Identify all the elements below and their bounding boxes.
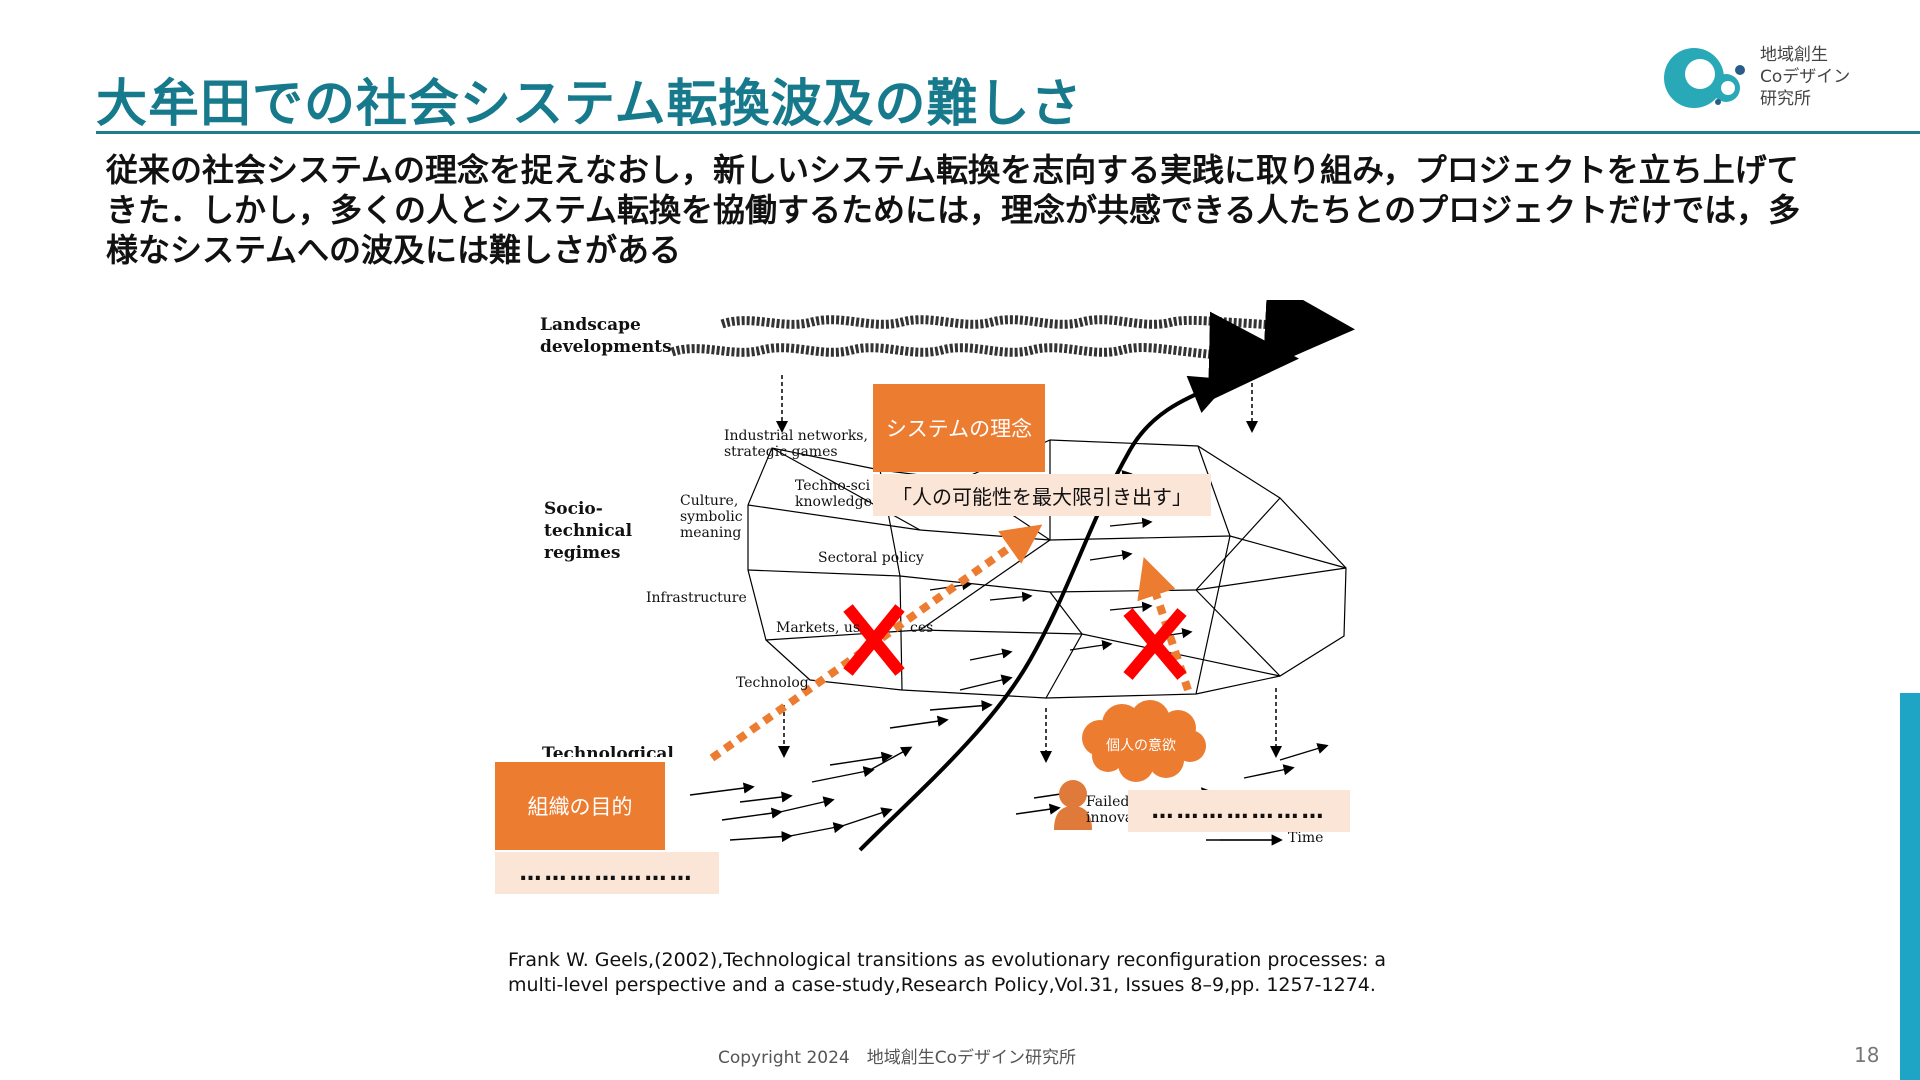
page-number: 18 bbox=[1854, 1043, 1880, 1067]
org-purpose-dots: ………………… bbox=[495, 852, 719, 894]
red-cross-left-icon bbox=[843, 604, 905, 676]
title-underline bbox=[96, 131, 1920, 134]
cloud-icon bbox=[1082, 700, 1206, 782]
niche-arrows bbox=[689, 674, 1329, 846]
label-failed: Failed innova bbox=[1086, 794, 1133, 826]
citation: Frank W. Geels,(2002),Technological tran… bbox=[508, 948, 1508, 998]
label-industrial-line-2: strategic games bbox=[724, 444, 838, 460]
label-landscape-line-1: Landscape bbox=[540, 315, 641, 335]
red-cross-right-icon bbox=[1123, 608, 1187, 680]
multi-level-perspective-diagram: Landscape developments Socio- technical … bbox=[490, 300, 1370, 900]
logo-text: 地域創生 Coデザイン 研究所 bbox=[1760, 44, 1850, 110]
copyright: Copyright 2024 地域創生Coデザイン研究所 bbox=[718, 1048, 1077, 1068]
right-accent-bar bbox=[1900, 693, 1920, 1080]
label-regimes: Socio- technical regimes bbox=[544, 498, 632, 564]
label-technology: Technolog bbox=[736, 675, 809, 691]
transition-curve bbox=[858, 375, 1232, 852]
label-infrastructure: Infrastructure bbox=[646, 590, 747, 606]
logo-line-3: 研究所 bbox=[1760, 89, 1811, 109]
label-technological: Technological bbox=[542, 744, 674, 757]
label-techno-line-1: Techno-sci bbox=[795, 478, 871, 494]
label-culture: Culture, symbolic meaning bbox=[680, 493, 743, 541]
label-techno-line-2: knowledge bbox=[795, 494, 872, 510]
label-regimes-line-3: regimes bbox=[544, 543, 621, 563]
label-culture-line-2: symbolic bbox=[680, 509, 743, 525]
logo-mark-icon bbox=[1664, 48, 1745, 108]
diagram-lines bbox=[670, 300, 1355, 852]
label-culture-line-3: meaning bbox=[680, 525, 742, 541]
landscape-wave-bottom bbox=[670, 311, 1299, 402]
system-idea-box: システムの理念 bbox=[873, 384, 1045, 472]
label-regimes-line-2: technical bbox=[544, 521, 633, 541]
label-landscape-line-2: developments bbox=[540, 337, 672, 357]
individual-dots: ………………… bbox=[1128, 790, 1350, 832]
citation-line-1: Frank W. Geels,(2002),Technological tran… bbox=[508, 949, 1387, 971]
slide-title: 大牟田での社会システム転換波及の難しさ bbox=[96, 75, 1083, 134]
label-failed-line-1: Failed bbox=[1086, 794, 1130, 810]
label-industrial: Industrial networks, strategic games bbox=[724, 428, 868, 460]
label-markets-tail: ces bbox=[910, 620, 934, 636]
label-techno-science: Techno-sci knowledge bbox=[795, 478, 872, 510]
system-idea-quote: 「人の可能性を最大限引き出す」 bbox=[873, 474, 1211, 516]
person-icon bbox=[1054, 780, 1092, 830]
logo-line-2: Coデザイン bbox=[1760, 67, 1851, 87]
label-failed-line-2: innova bbox=[1086, 810, 1134, 826]
lead-paragraph: 従来の社会システムの理念を捉えなおし，新しいシステム転換を志向する実践に取り組み… bbox=[106, 151, 1801, 269]
logo bbox=[1656, 40, 1856, 120]
landscape-wave-top bbox=[720, 300, 1355, 370]
org-purpose-box: 組織の目的 bbox=[495, 762, 665, 850]
label-time: Time bbox=[1288, 830, 1324, 846]
citation-line-2: multi-level perspective and a case-study… bbox=[508, 974, 1376, 996]
label-markets: Markets, us bbox=[776, 620, 861, 636]
label-landscape: Landscape developments bbox=[540, 314, 672, 358]
label-culture-line-1: Culture, bbox=[680, 493, 739, 509]
logo-line-1: 地域創生 bbox=[1760, 45, 1828, 65]
individual-will-label: 個人の意欲 bbox=[1106, 738, 1176, 754]
label-regimes-line-1: Socio- bbox=[544, 499, 603, 519]
label-industrial-line-1: Industrial networks, bbox=[724, 428, 868, 444]
label-sectoral-policy: Sectoral policy bbox=[818, 550, 924, 566]
